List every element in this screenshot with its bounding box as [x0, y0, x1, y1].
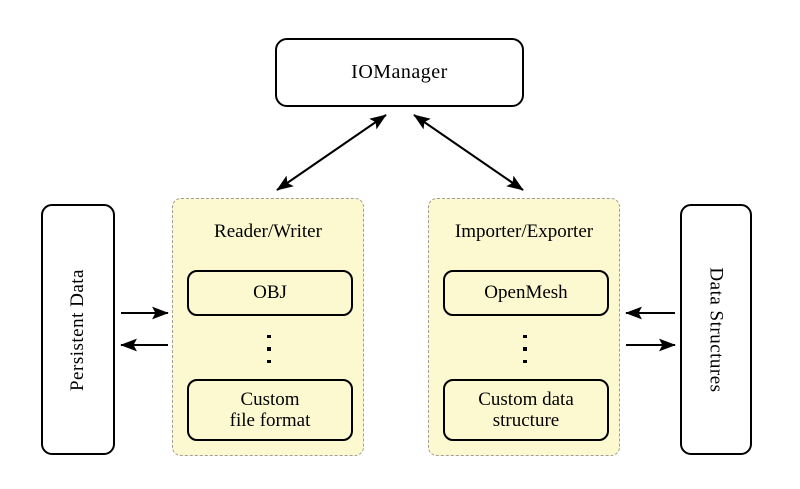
module-custom-file-format[interactable]: Custom file format: [187, 379, 353, 441]
panel-reader-writer-title: Reader/Writer: [214, 221, 322, 242]
panel-importer-exporter[interactable]: Importer/Exporter OpenMesh Custom data s…: [428, 198, 620, 456]
iomanager-label: IOManager: [351, 61, 448, 83]
data-structures-label: Data Structures: [706, 266, 727, 393]
iomanager-box[interactable]: IOManager: [275, 38, 524, 107]
arrow-manager-importer-exporter: [413, 114, 524, 191]
importer-exporter-ellipsis-icon: [523, 335, 527, 363]
module-custom-data-structure-line-1: Custom data: [478, 388, 574, 410]
data-structures-box[interactable]: Data Structures: [680, 204, 752, 455]
panel-importer-exporter-title: Importer/Exporter: [454, 221, 594, 242]
module-openmesh-line-1: OpenMesh: [484, 282, 568, 304]
arrow-manager-reader-writer: [276, 114, 387, 191]
module-obj-line-1: OBJ: [253, 282, 287, 304]
module-custom-data-structure[interactable]: Custom data structure: [443, 379, 609, 441]
module-custom-data-structure-line-2: structure: [492, 410, 560, 431]
persistent-data-box[interactable]: Persistent Data: [41, 204, 115, 455]
module-custom-file-format-line-2: file format: [229, 410, 311, 431]
reader-writer-ellipsis-icon: [267, 335, 271, 363]
module-custom-file-format-line-1: Custom: [240, 388, 300, 410]
persistent-data-label: Persistent Data: [67, 268, 89, 391]
module-openmesh[interactable]: OpenMesh: [443, 270, 609, 316]
panel-reader-writer[interactable]: Reader/Writer OBJ Custom file format: [172, 198, 364, 456]
module-obj[interactable]: OBJ: [187, 270, 353, 316]
